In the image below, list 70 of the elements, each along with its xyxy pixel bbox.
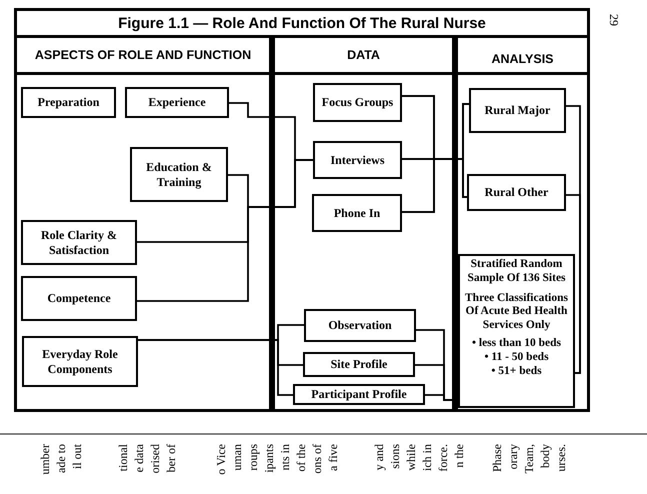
process-box	[22, 336, 138, 387]
process-box	[313, 83, 402, 122]
text-fragment: o Vice	[214, 444, 229, 475]
process-box	[21, 276, 137, 321]
text-fragment: e data	[132, 444, 147, 472]
column-heading: DATA	[275, 38, 452, 75]
column-panel	[455, 35, 590, 412]
connector-line	[402, 158, 467, 213]
text-fragment: body	[538, 444, 553, 468]
box-text: Phone In	[334, 206, 380, 220]
text-fragment: orised	[148, 444, 163, 474]
process-box	[125, 87, 229, 118]
process-box	[458, 254, 575, 408]
text-fragment: tional	[116, 444, 131, 472]
text-fragment: while	[404, 444, 419, 471]
process-box	[293, 384, 425, 405]
text-fragment: n the	[452, 444, 467, 468]
box-text: Participant Profile	[311, 387, 407, 402]
box-text: Observation	[328, 318, 392, 333]
process-box	[21, 87, 116, 118]
connector-line	[138, 339, 293, 396]
text-fragment: a five	[326, 444, 341, 471]
page-number: 29	[606, 14, 621, 26]
text-fragment: uman	[230, 444, 245, 471]
text-fragment: force.	[436, 444, 451, 472]
process-box	[469, 88, 566, 133]
process-box	[303, 352, 415, 377]
box-text: • 11 - 50 beds	[484, 350, 549, 365]
text-fragment: sions	[388, 444, 403, 469]
box-text: Stratified Random Sample Of 136 Sites	[466, 258, 567, 286]
process-box	[130, 147, 228, 202]
box-text: Preparation	[38, 95, 100, 110]
connector-line	[137, 159, 313, 302]
box-text: Experience	[148, 95, 206, 110]
text-fragment: orary	[506, 444, 521, 470]
box-text: Everyday Role Components	[41, 347, 119, 376]
text-fragment: ich in	[420, 444, 435, 471]
box-text: Interviews	[330, 152, 384, 168]
box-text: Competence	[47, 291, 111, 306]
box-text: Focus Groups	[322, 95, 394, 110]
column-panel	[14, 35, 272, 412]
text-fragment: roups	[246, 444, 261, 471]
process-box	[467, 174, 566, 211]
box-text: Site Profile	[330, 357, 388, 372]
text-fragment: urses.	[554, 444, 569, 472]
column-heading: ANALYSIS	[458, 38, 587, 75]
text-fragment: ade to	[54, 444, 69, 473]
text-fragment: umber	[38, 444, 53, 475]
box-text: • 51+ beds	[491, 364, 542, 378]
box-text: • less than 10 beds	[472, 336, 562, 351]
text-fragment: ber of	[164, 444, 179, 472]
process-box	[304, 309, 416, 342]
text-fragment: ipants	[262, 444, 277, 473]
box-text: Rural Other	[484, 185, 548, 200]
text-fragment: Team,	[522, 444, 537, 474]
column-panel	[272, 35, 455, 412]
text-fragment: y and	[372, 444, 387, 470]
text-fragment: of the	[294, 444, 309, 472]
process-box	[312, 194, 402, 232]
text-fragment: ons of	[310, 444, 325, 474]
box-text: Role Clarity & Satisfaction	[40, 228, 118, 257]
box-text: Rural Major	[484, 103, 550, 118]
text-fragment: il out	[70, 444, 85, 470]
column-heading: ASPECTS OF ROLE AND FUNCTION	[17, 38, 269, 75]
box-text: Education & Training	[145, 160, 213, 189]
text-fragment: Phase	[490, 444, 505, 472]
text-fragment: nts in	[278, 444, 293, 470]
process-box	[313, 141, 402, 179]
process-box	[21, 220, 137, 265]
box-text: Three Classifications Of Acute Bed Health Services Only	[464, 292, 569, 333]
